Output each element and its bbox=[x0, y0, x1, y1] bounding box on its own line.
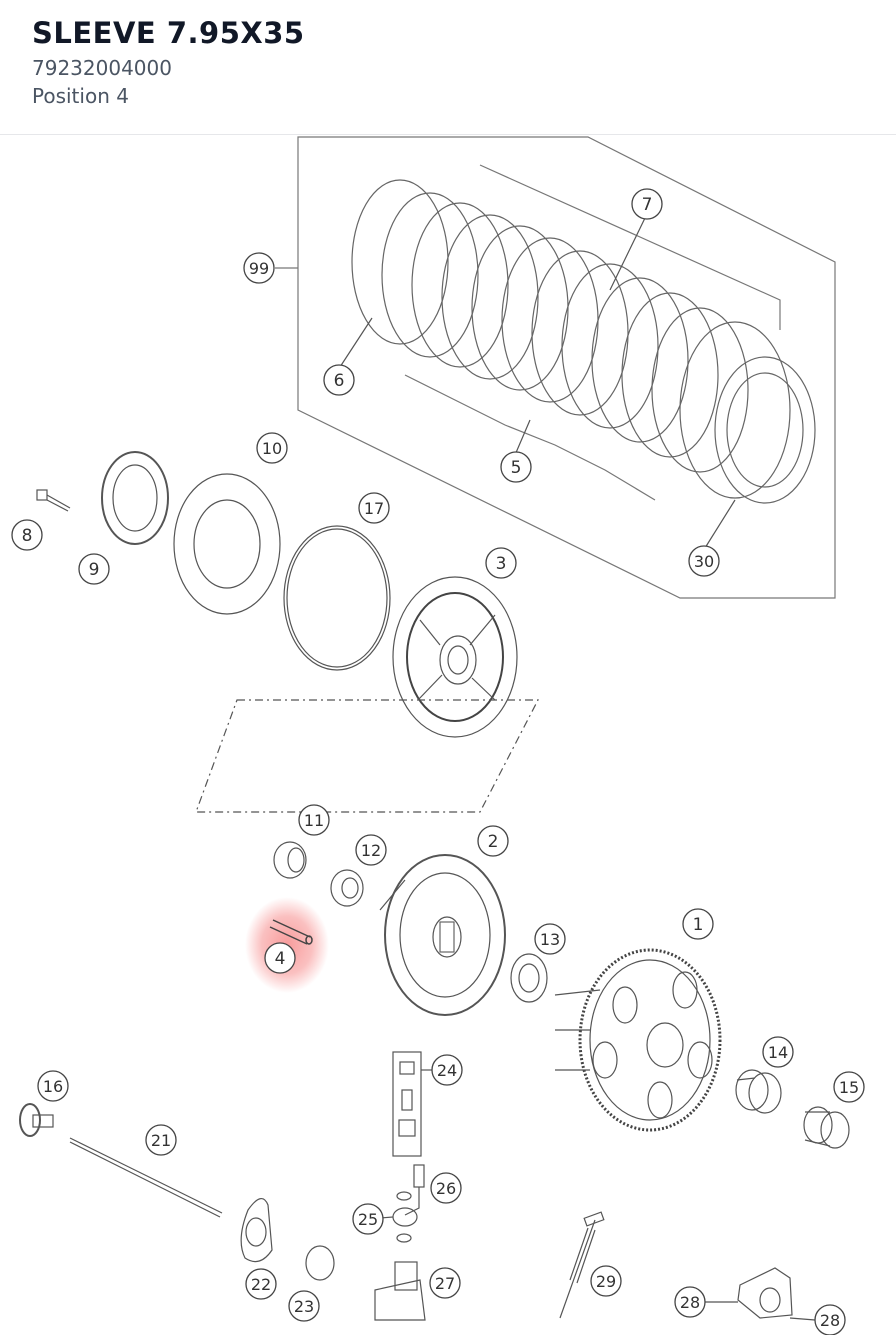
callout-number: 12 bbox=[361, 841, 381, 860]
spring-washer bbox=[330, 869, 364, 907]
o-ring bbox=[283, 525, 391, 671]
callout-30[interactable]: 30 bbox=[688, 545, 720, 577]
callout-number: 30 bbox=[694, 552, 714, 571]
callout-number: 6 bbox=[334, 371, 345, 391]
washer bbox=[510, 953, 548, 1003]
callout-16[interactable]: 16 bbox=[37, 1070, 69, 1102]
callout-number: 4 bbox=[275, 949, 286, 969]
banjo-fitting bbox=[379, 1164, 425, 1243]
callout-6[interactable]: 6 bbox=[323, 364, 355, 396]
callout-4[interactable]: 4 bbox=[264, 942, 296, 974]
callout-10[interactable]: 10 bbox=[256, 432, 288, 464]
callout-number: 23 bbox=[294, 1297, 314, 1316]
callout-number: 99 bbox=[249, 259, 269, 278]
callout-number: 21 bbox=[151, 1131, 171, 1150]
callout-number: 17 bbox=[364, 499, 384, 518]
callout-13[interactable]: 13 bbox=[534, 923, 566, 955]
callout-14[interactable]: 14 bbox=[762, 1036, 794, 1068]
callout-15[interactable]: 15 bbox=[833, 1071, 865, 1103]
callout-number: 11 bbox=[304, 811, 324, 830]
screw bbox=[36, 489, 71, 512]
part-header: SLEEVE 7.95X35 79232004000 Position 4 bbox=[0, 0, 896, 135]
callout-8[interactable]: 8 bbox=[11, 519, 43, 551]
callout-number: 15 bbox=[839, 1078, 859, 1097]
callout-22[interactable]: 22 bbox=[245, 1268, 277, 1300]
callout-9[interactable]: 9 bbox=[78, 553, 110, 585]
exploded-parts-diagram: 9976530108917311122413114151624212625222… bbox=[11, 136, 865, 1335]
callout-21[interactable]: 21 bbox=[145, 1124, 177, 1156]
small-o-ring bbox=[305, 1245, 335, 1281]
callout-number: 13 bbox=[540, 930, 560, 949]
callout-number: 25 bbox=[358, 1210, 378, 1229]
sleeve-bushing bbox=[803, 1106, 850, 1149]
callout-number: 22 bbox=[251, 1275, 271, 1294]
sleeve-part[interactable] bbox=[269, 919, 313, 945]
slave-cylinder bbox=[374, 1261, 426, 1321]
push-rod bbox=[69, 1137, 223, 1218]
callout-number: 26 bbox=[436, 1179, 456, 1198]
callout-5[interactable]: 5 bbox=[500, 451, 532, 483]
callout-number: 14 bbox=[768, 1043, 788, 1062]
callout-2[interactable]: 2 bbox=[477, 825, 509, 857]
callout-1[interactable]: 1 bbox=[682, 908, 714, 940]
callout-number: 29 bbox=[596, 1272, 616, 1291]
callout-7[interactable]: 7 bbox=[631, 188, 663, 220]
thrust-bearing bbox=[101, 451, 169, 545]
small-gear bbox=[19, 1103, 54, 1137]
callout-99[interactable]: 99 bbox=[243, 252, 275, 284]
callout-27[interactable]: 27 bbox=[429, 1267, 461, 1299]
callout-17[interactable]: 17 bbox=[358, 492, 390, 524]
nut bbox=[273, 841, 307, 879]
plate-set-outline bbox=[297, 136, 836, 599]
part-position: Position 4 bbox=[32, 84, 129, 108]
callout-number: 28 bbox=[680, 1293, 700, 1312]
clutch-hub bbox=[379, 854, 506, 1016]
callout-28[interactable]: 28 bbox=[814, 1304, 846, 1335]
callout-25[interactable]: 25 bbox=[352, 1203, 384, 1235]
callout-number: 16 bbox=[43, 1077, 63, 1096]
callout-23[interactable]: 23 bbox=[288, 1290, 320, 1322]
callout-26[interactable]: 26 bbox=[430, 1172, 462, 1204]
callout-number: 27 bbox=[435, 1274, 455, 1293]
callout-number: 1 bbox=[693, 915, 704, 935]
callout-11[interactable]: 11 bbox=[298, 804, 330, 836]
gasket bbox=[240, 1198, 273, 1263]
callout-24[interactable]: 24 bbox=[431, 1054, 463, 1086]
bleeder-kit bbox=[392, 1051, 432, 1157]
clutch-actuator bbox=[705, 1267, 816, 1321]
callout-number: 8 bbox=[22, 526, 33, 546]
callout-28[interactable]: 28 bbox=[674, 1286, 706, 1318]
callout-number: 28 bbox=[820, 1311, 840, 1330]
syringe bbox=[559, 1211, 605, 1319]
bushing bbox=[735, 1069, 782, 1114]
pressure-washer bbox=[173, 473, 281, 615]
callout-3[interactable]: 3 bbox=[485, 547, 517, 579]
callout-number: 5 bbox=[511, 458, 522, 478]
callout-12[interactable]: 12 bbox=[355, 834, 387, 866]
callout-number: 9 bbox=[89, 560, 100, 580]
callout-number: 2 bbox=[488, 832, 499, 852]
callout-29[interactable]: 29 bbox=[590, 1265, 622, 1297]
clutch-plates bbox=[351, 179, 816, 504]
part-number: 79232004000 bbox=[32, 56, 172, 80]
callout-number: 10 bbox=[262, 439, 282, 458]
primary-gear bbox=[554, 948, 722, 1132]
pressure-plate bbox=[392, 576, 518, 738]
callout-number: 7 bbox=[642, 195, 653, 215]
callout-number: 3 bbox=[496, 554, 507, 574]
callout-number: 24 bbox=[437, 1061, 457, 1080]
part-title: SLEEVE 7.95X35 bbox=[32, 16, 305, 50]
